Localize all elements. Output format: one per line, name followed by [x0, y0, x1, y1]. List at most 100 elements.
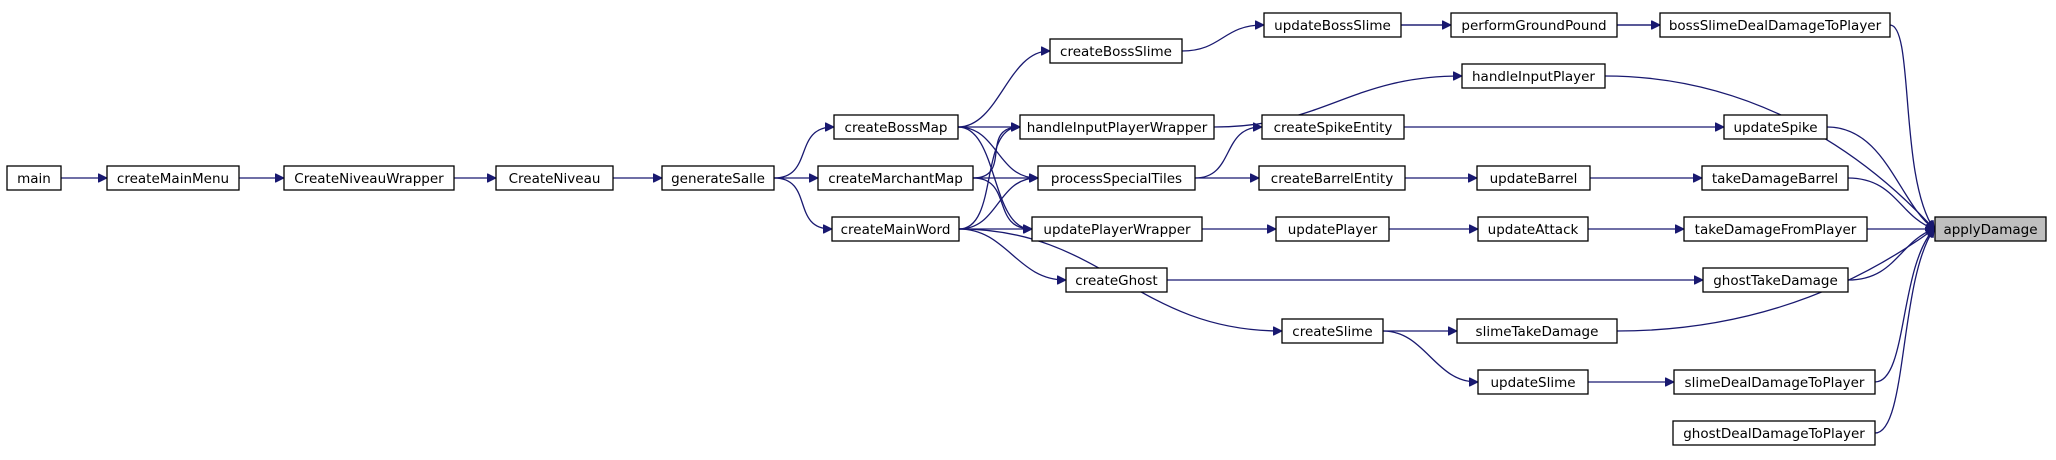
node-box: [1934, 216, 2047, 242]
node-label: createBossMap: [845, 120, 948, 136]
node-updateBossSlime[interactable]: updateBossSlime: [1263, 12, 1402, 38]
edge-processSpecialTiles-to-createSpikeEntity: [1194, 127, 1261, 179]
node-takeDamageBarrel[interactable]: takeDamageBarrel: [1701, 165, 1849, 191]
node-ghostTakeDamage[interactable]: ghostTakeDamage: [1702, 267, 1849, 293]
node-main[interactable]: main: [6, 165, 62, 191]
edge-path: [1213, 76, 1461, 128]
node-label: createGhost: [1075, 273, 1157, 289]
node-box: [1673, 369, 1876, 395]
edge-createMarchantMap-to-updatePlayerWrapper: [972, 177, 1031, 229]
node-updatePlayer[interactable]: updatePlayer: [1275, 216, 1390, 242]
node-box: [1701, 165, 1849, 191]
node-label: takeDamageBarrel: [1712, 171, 1838, 187]
node-box: [661, 165, 775, 191]
node-label: updateAttack: [1488, 222, 1579, 238]
edge-createMainWord-to-handleInputPlayerWrapper: [958, 127, 1019, 230]
node-label: ghostDealDamageToPlayer: [1683, 426, 1865, 442]
node-label: createBarrelEntity: [1271, 171, 1393, 187]
node-box: [1477, 216, 1589, 242]
node-performGroundPound[interactable]: performGroundPound: [1450, 12, 1618, 38]
edge-createSlime-to-updateSlime: [1382, 330, 1477, 382]
node-updateAttack[interactable]: updateAttack: [1477, 216, 1589, 242]
node-label: createSpikeEntity: [1274, 120, 1393, 136]
edge-path: [958, 127, 1019, 230]
node-box: [6, 165, 62, 191]
node-createGhost[interactable]: createGhost: [1065, 267, 1168, 293]
node-createMarchantMap[interactable]: createMarchantMap: [817, 165, 974, 191]
node-handleInputPlayerWrapper[interactable]: handleInputPlayerWrapper: [1019, 114, 1215, 140]
edge-path: [958, 228, 1065, 280]
node-ghostDealDamageToPlayer[interactable]: ghostDealDamageToPlayer: [1672, 420, 1876, 446]
node-box: [1450, 12, 1618, 38]
node-takeDamageFromPlayer[interactable]: takeDamageFromPlayer: [1683, 216, 1868, 242]
edge-path: [1604, 75, 1934, 229]
node-createBossMap[interactable]: createBossMap: [833, 114, 959, 140]
node-slimeDealDamageToPlayer[interactable]: slimeDealDamageToPlayer: [1673, 369, 1876, 395]
edge-path: [1889, 24, 1934, 229]
node-label: handleInputPlayerWrapper: [1027, 120, 1208, 136]
node-label: createMainMenu: [117, 171, 229, 187]
node-box: [817, 165, 974, 191]
node-createMainWord[interactable]: createMainWord: [831, 216, 960, 242]
node-label: performGroundPound: [1461, 18, 1606, 34]
node-box: [1477, 369, 1589, 395]
node-CreateNiveauWrapper[interactable]: CreateNiveauWrapper: [283, 165, 455, 191]
node-label: createMainWord: [841, 222, 951, 238]
node-label: updateSlime: [1490, 375, 1575, 391]
edge-path: [972, 127, 1019, 179]
edge-path: [1181, 25, 1263, 52]
node-CreateNiveau[interactable]: CreateNiveau: [495, 165, 614, 191]
node-label: updatePlayer: [1288, 222, 1378, 238]
edge-generateSalle-to-createBossMap: [773, 127, 833, 179]
node-label: applyDamage: [1943, 222, 2037, 238]
node-bossSlimeDealDamageToPlayer[interactable]: bossSlimeDealDamageToPlayer: [1659, 12, 1891, 38]
node-box: [1456, 318, 1618, 344]
edge-path: [773, 127, 833, 179]
node-updateSpike[interactable]: updateSpike: [1723, 114, 1828, 140]
node-label: updateSpike: [1733, 120, 1817, 136]
node-createBossSlime[interactable]: createBossSlime: [1049, 38, 1183, 64]
node-box: [1275, 216, 1390, 242]
node-updatePlayerWrapper[interactable]: updatePlayerWrapper: [1031, 216, 1203, 242]
edge-createMainWord-to-processSpecialTiles: [958, 178, 1037, 230]
node-updateSlime[interactable]: updateSlime: [1477, 369, 1589, 395]
edge-path: [1847, 229, 1934, 281]
node-label: createMarchantMap: [828, 171, 963, 187]
node-box: [1065, 267, 1168, 293]
node-box: [1049, 38, 1183, 64]
edge-layer: [61, 24, 1934, 434]
node-updateBarrel[interactable]: updateBarrel: [1476, 165, 1591, 191]
node-applyDamage[interactable]: applyDamage: [1934, 216, 2047, 242]
edge-path: [1382, 330, 1477, 382]
edge-ghostTakeDamage-to-applyDamage: [1847, 229, 1934, 281]
node-label: generateSalle: [671, 171, 765, 187]
node-label: slimeTakeDamage: [1476, 324, 1599, 340]
node-label: takeDamageFromPlayer: [1695, 222, 1857, 238]
node-layer: main createMainMenu CreateNiveauWrapper Cre…: [6, 12, 2047, 446]
node-generateSalle[interactable]: generateSalle: [661, 165, 775, 191]
node-box: [1261, 114, 1405, 140]
edge-path: [958, 178, 1037, 230]
node-label: slimeDealDamageToPlayer: [1685, 375, 1865, 391]
node-label: processSpecialTiles: [1051, 171, 1182, 187]
node-processSpecialTiles[interactable]: processSpecialTiles: [1037, 165, 1196, 191]
node-box: [1476, 165, 1591, 191]
node-box: [1672, 420, 1876, 446]
node-label: createBossSlime: [1060, 44, 1172, 60]
node-createSpikeEntity[interactable]: createSpikeEntity: [1261, 114, 1405, 140]
node-handleInputPlayer[interactable]: handleInputPlayer: [1461, 63, 1606, 89]
node-box: [1723, 114, 1828, 140]
node-label: CreateNiveauWrapper: [294, 171, 444, 187]
node-box: [1031, 216, 1203, 242]
edge-path: [1874, 229, 1934, 434]
node-createBarrelEntity[interactable]: createBarrelEntity: [1258, 165, 1406, 191]
node-box: [833, 114, 959, 140]
node-slimeTakeDamage[interactable]: slimeTakeDamage: [1456, 318, 1618, 344]
node-createSlime[interactable]: createSlime: [1281, 318, 1384, 344]
node-box: [283, 165, 455, 191]
node-createMainMenu[interactable]: createMainMenu: [106, 165, 240, 191]
edge-generateSalle-to-createMainWord: [773, 177, 831, 229]
node-label: ghostTakeDamage: [1713, 273, 1838, 289]
edge-handleInputPlayer-to-applyDamage: [1604, 75, 1934, 229]
edge-slimeDealDamageToPlayer-to-applyDamage: [1874, 229, 1934, 383]
